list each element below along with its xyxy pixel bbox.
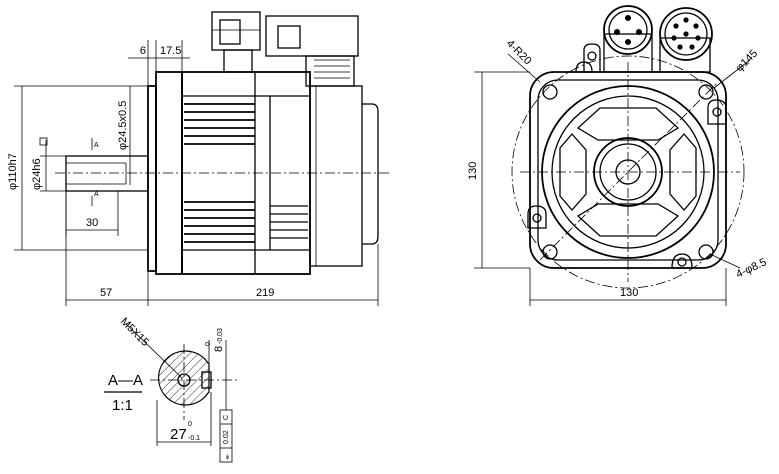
- cooling-fins-lower: [184, 201, 255, 243]
- front-view: 4-R20 φ145 130 130 4-φ8.5: [467, 5, 768, 306]
- motor-body: [181, 71, 311, 275]
- section-scale: 1:1: [112, 397, 133, 414]
- dim-width-label: 130: [620, 287, 638, 299]
- mount-hole-bl: [542, 244, 558, 260]
- dim-shaft-len-label: 57: [100, 287, 112, 299]
- encoder-connector-face: [659, 7, 713, 73]
- dim-depth: 27 0 -0.1: [156, 392, 212, 446]
- mount-hole-tl: [542, 84, 558, 100]
- front-diagonal: [539, 83, 717, 261]
- dim-6-label: 6: [140, 45, 146, 57]
- encoder-cover: [309, 85, 379, 267]
- tol-symbol: ⌯: [224, 454, 231, 460]
- dim-bottom: 57 219: [65, 191, 379, 306]
- mount-hole-br: [698, 244, 714, 260]
- encoder-connector-side: [265, 15, 359, 87]
- side-view: 6 17.5 φ110h7 φ24h6 φ24.5x0.5 A: [7, 11, 390, 306]
- dim-holes-label: 4-φ8.5: [734, 256, 768, 280]
- section-mark-top: A: [94, 142, 99, 149]
- dim-width: 130: [529, 268, 727, 306]
- mounting-holes: [542, 84, 714, 260]
- dim-thread: M5X15: [118, 316, 183, 379]
- tol-datum: C: [223, 415, 230, 420]
- section-marks: A A: [91, 138, 99, 206]
- depth-lower: -0.1: [188, 435, 200, 442]
- dim-key-len-label: 30: [86, 217, 98, 229]
- dim-flange-dia-label: φ110h7: [7, 153, 19, 190]
- key-width-upper: 0: [205, 342, 212, 346]
- tol-value: 0.02: [223, 430, 230, 444]
- dim-key-width: 8 0 -0.03: [205, 328, 227, 384]
- dim-height: 130: [467, 71, 530, 269]
- bolt-circle: [511, 55, 745, 289]
- dim-top: 6 17.5: [128, 40, 190, 86]
- section-label: A—A: [108, 372, 143, 389]
- dim-body-len-label: 219: [256, 287, 274, 299]
- section-view: A—A 1:1 M5X15 8 0 -0.03 27 0 -0.1: [104, 316, 240, 463]
- dim-corner-radius: 4-R20: [504, 38, 541, 83]
- mount-hole-tr: [698, 84, 714, 100]
- thread-label: M5X15: [118, 316, 151, 349]
- dim-17-5-label: 17.5: [160, 45, 181, 57]
- shaft-section: [157, 350, 210, 406]
- dim-key-length: 30: [65, 191, 119, 236]
- section-mark-bottom: A: [94, 191, 99, 198]
- tolerance-frame: C 0.02 ⌯: [219, 384, 233, 463]
- dim-flange-diameter: φ110h7: [7, 85, 148, 251]
- key-width-lower: -0.03: [217, 328, 224, 344]
- side-lugs: [527, 43, 727, 269]
- dim-boss-dia-label: φ24.5x0.5: [117, 101, 129, 150]
- power-connector-side: [211, 11, 261, 73]
- dim-shaft-dia-label: φ24h6: [31, 158, 43, 190]
- cooling-fins-upper: [184, 103, 255, 145]
- dim-bolt-circle-label: φ145: [734, 48, 761, 75]
- power-connector-face: [603, 5, 653, 73]
- depth-main: 27: [170, 426, 187, 443]
- dim-holes: 4-φ8.5: [709, 253, 768, 281]
- dim-shaft-diameter: φ24h6: [31, 137, 66, 192]
- motor-shaft: [65, 155, 149, 192]
- dim-boss-diameter: φ24.5x0.5: [117, 86, 131, 185]
- rear-fins: [270, 205, 308, 239]
- depth-upper: 0: [188, 421, 192, 428]
- spoke-windows: [559, 107, 697, 237]
- dim-height-label: 130: [467, 162, 479, 180]
- key-width-main: 8: [213, 346, 225, 352]
